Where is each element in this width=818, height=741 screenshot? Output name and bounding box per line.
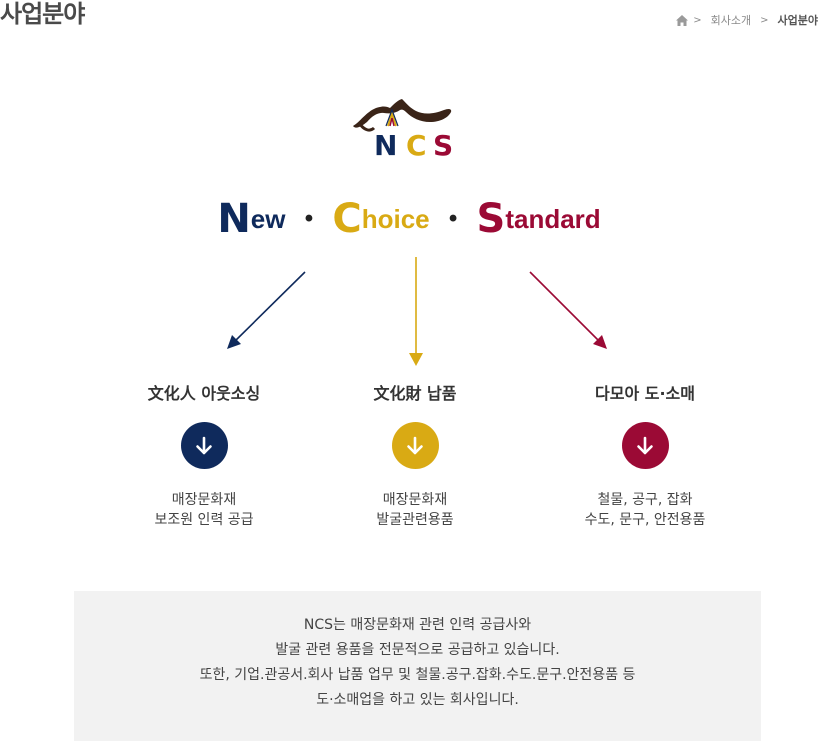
column-description: 매장문화재 보조원 인력 공급 [154,492,254,528]
home-icon[interactable] [676,14,689,26]
logo-letter-s: S [433,129,453,160]
breadcrumb-item-current: 사업분야 [777,14,818,27]
chevron-right-icon: > [760,14,769,26]
business-retail: 다모아 도·소매 철물, 공구, 잡화 수도, 문구, 안전용품 [515,382,775,530]
tagline-word-standard: Standard [476,196,601,242]
tagline-separator: • [304,205,314,232]
tagline-word-new: New [217,196,286,242]
chevron-right-icon: > [693,14,702,26]
info-line: 또한, 기업.관공서.회사 납품 업무 및 철물.공구.잡화.수도.문구.안전용… [199,667,636,683]
arrow-down-icon [407,436,423,454]
info-line: 발굴 관련 용품을 전문적으로 공급하고 있습니다. [275,642,560,658]
tagline-word-choice: Choice [332,196,430,242]
arrow-down-button[interactable] [621,422,669,469]
logo-letter-n: N [374,129,397,160]
company-info-box: NCS는 매장문화재 관련 인력 공급사와 발굴 관련 용품을 전문적으로 공급… [74,591,761,741]
arrow-right-icon [529,271,607,349]
arrow-down-icon [637,436,653,454]
branch-arrows [227,257,607,366]
column-title: 다모아 도·소매 [595,384,695,403]
business-outsourcing: 文化人 아웃소싱 매장문화재 보조원 인력 공급 [74,382,334,530]
arrow-center-icon [409,257,423,366]
info-line: 도·소매업을 하고 있는 회사입니다. [316,692,519,708]
column-description: 매장문화재 발굴관련용품 [376,492,454,528]
page-title: 사업분야 [0,0,85,28]
business-supply: 文化財 납품 매장문화재 발굴관련용품 [285,382,545,530]
arrow-left-icon [227,271,306,349]
column-title: 文化人 아웃소싱 [147,384,261,403]
tagline: New • Choice • Standard [0,196,818,242]
breadcrumb: > 회사소개 > 사업분야 [676,12,818,28]
tagline-separator: • [448,205,458,232]
arrow-down-button[interactable] [180,422,228,469]
arrow-down-icon [196,436,212,454]
column-description: 철물, 공구, 잡화 수도, 문구, 안전용품 [584,492,706,528]
info-line: NCS는 매장문화재 관련 인력 공급사와 [303,617,532,633]
logo-letter-c: C [406,129,427,160]
breadcrumb-item-company[interactable]: 회사소개 [710,14,752,27]
arrow-down-button[interactable] [391,422,439,469]
column-title: 文化財 납품 [373,384,457,403]
ncs-logo: N C S [353,99,453,160]
